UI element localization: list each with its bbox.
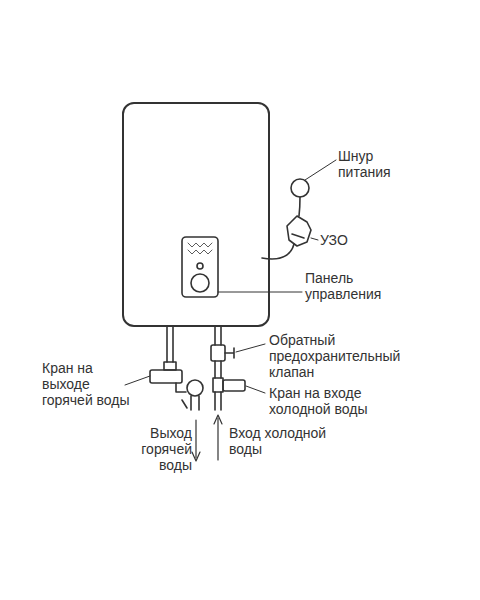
flow-label: Вход холодной воды [229, 425, 359, 457]
control-panel [182, 237, 218, 297]
callout-label: Кран на входе холодной воды [269, 385, 419, 417]
pipe-fitting [164, 362, 176, 370]
hot-pipe [176, 383, 186, 392]
flow-label: Выход горячей воды [112, 425, 192, 473]
callout-label: Кран на выходе горячей воды [42, 360, 144, 408]
tank-body [123, 103, 269, 326]
flow-arrow [217, 418, 218, 460]
callout-label: Шнур питания [338, 148, 408, 180]
check-valve [211, 345, 225, 361]
rcd-device [287, 216, 311, 246]
power-cord [299, 197, 300, 216]
flow-arrow [192, 452, 200, 461]
cold-pipe [215, 361, 221, 378]
cold-tap-handle [223, 380, 245, 391]
flow-arrow [214, 415, 222, 424]
hot-tap-handle [150, 370, 182, 383]
callout-label: Панель управления [305, 270, 415, 302]
hot-valve [187, 380, 203, 396]
plug [291, 179, 309, 197]
control-knob [191, 274, 209, 292]
power-cord [262, 244, 294, 259]
callout-label: УЗО [320, 232, 370, 248]
check-valve-lever [225, 348, 234, 358]
rcd-device [292, 234, 304, 238]
hot-pipe [167, 326, 173, 362]
hot-pipe [191, 396, 199, 410]
flow-arrow [195, 420, 196, 458]
panel-display [188, 243, 212, 254]
cold-pipe [215, 392, 221, 410]
cold-pipe [215, 326, 221, 345]
indicator [197, 263, 203, 269]
cold-tap-body [213, 378, 223, 392]
callout-label: Обратный предохранительный клапан [269, 332, 439, 380]
hot-pipe [182, 400, 187, 408]
